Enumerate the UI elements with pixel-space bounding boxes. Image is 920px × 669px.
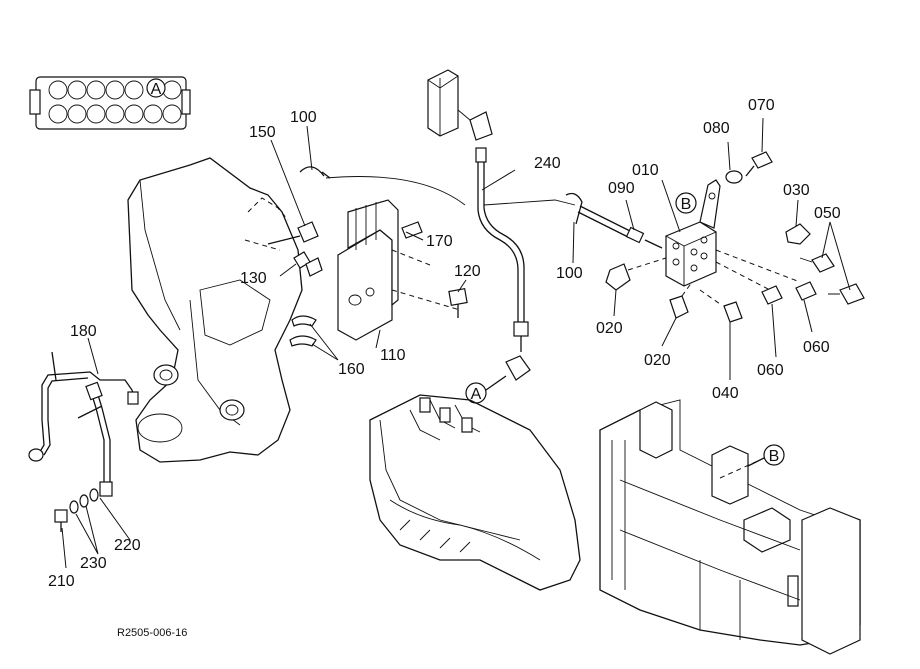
label-210: 210 [48, 573, 75, 590]
clamp-100-right [565, 192, 583, 225]
engine-housing [127, 157, 303, 463]
label-010: 010 [632, 162, 659, 179]
reference-code: R2505-006-16 [117, 627, 187, 639]
bolt-070 [725, 151, 773, 184]
label-240: 240 [534, 155, 561, 172]
pipe-090 [577, 205, 663, 249]
label-020-b: 020 [644, 352, 671, 369]
fitting-130 [293, 251, 323, 277]
marker-a-inset: A [146, 78, 166, 98]
label-040: 040 [712, 385, 739, 402]
label-090: 090 [608, 180, 635, 197]
elbow-030 [785, 223, 811, 245]
label-030: 030 [783, 182, 810, 199]
svg-text:A: A [471, 386, 482, 403]
label-050: 050 [814, 205, 841, 222]
label-100-right: 100 [556, 265, 583, 282]
svg-text:B: B [769, 448, 780, 465]
label-110: 110 [380, 347, 406, 364]
fittings-060 [715, 249, 817, 305]
marker-b-right: B [675, 192, 697, 214]
switch-120 [448, 288, 468, 318]
frame-structure [599, 399, 861, 655]
clamp-100-left [299, 166, 466, 206]
svg-text:B: B [681, 196, 692, 213]
label-130: 130 [240, 270, 267, 287]
label-170: 170 [426, 233, 453, 250]
label-220: 220 [114, 537, 141, 554]
fitting-150 [267, 221, 319, 245]
leader-lines [61, 117, 851, 569]
label-160: 160 [338, 361, 365, 378]
label-070: 070 [748, 97, 775, 114]
label-150: 150 [249, 124, 276, 141]
svg-text:A: A [151, 81, 162, 98]
label-230: 230 [80, 555, 107, 572]
label-180: 180 [70, 323, 97, 340]
clips-160 [289, 315, 317, 347]
label-020-a: 020 [596, 320, 623, 337]
label-120: 120 [454, 263, 481, 280]
elbows-050 [799, 253, 865, 305]
label-060-b: 060 [803, 339, 830, 356]
engine-lower [369, 394, 581, 591]
screw-210 [54, 488, 99, 532]
pipe-180-assembly [28, 351, 139, 497]
manifold-block-010 [665, 179, 721, 287]
marker-a-center: A [465, 375, 507, 404]
fitting-040 [699, 289, 743, 323]
fitting-170 [401, 221, 423, 239]
label-060-a: 060 [757, 362, 784, 379]
label-080: 080 [703, 120, 730, 137]
label-100-top: 100 [290, 109, 317, 126]
sensor-block-top [427, 69, 493, 141]
part-labels: 010 020 020 030 040 050 060 060 070 080 … [48, 97, 841, 590]
marker-b-frame: B [747, 444, 785, 467]
pipe-240 [475, 147, 576, 381]
connector-inset: A [29, 76, 191, 130]
fittings-020 [605, 257, 693, 319]
valve-block-110 [337, 199, 461, 341]
